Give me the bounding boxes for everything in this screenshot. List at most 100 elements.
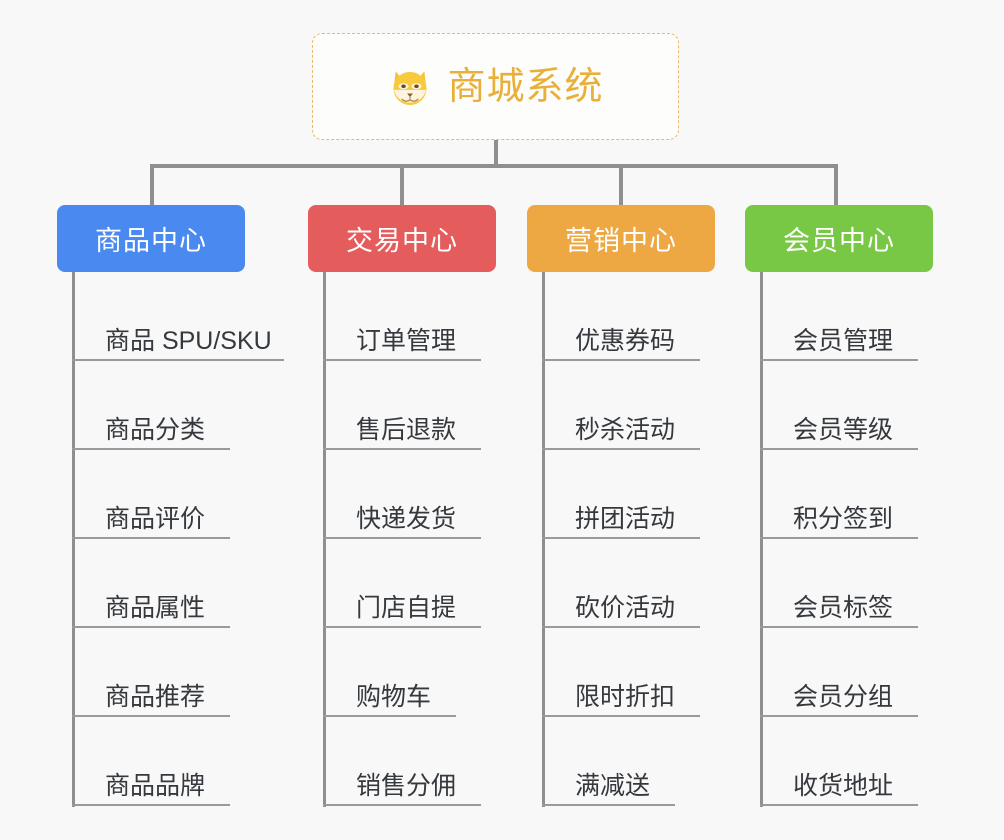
leaf-label: 积分签到 xyxy=(793,504,894,533)
leaf-underline xyxy=(72,537,230,539)
list-item[interactable]: 满减送 xyxy=(542,717,822,806)
category-header-2-label: 交易中心 xyxy=(346,226,458,256)
category-header-4-label: 会员中心 xyxy=(783,226,895,256)
list-item[interactable]: 商品品牌 xyxy=(72,717,352,806)
connector-drop-1 xyxy=(150,164,154,206)
list-item[interactable]: 销售分佣 xyxy=(323,717,603,806)
connector-drop-3 xyxy=(619,164,623,206)
leaf-underline xyxy=(323,715,456,717)
category-column-1: 商品中心 商品 SPU/SKU 商品分类 商品评价 商品属性 商品推荐 xyxy=(57,205,284,807)
list-item[interactable]: 订单管理 xyxy=(323,272,603,361)
category-header-1[interactable]: 商品中心 xyxy=(57,205,245,272)
leaf-underline xyxy=(72,715,230,717)
leaf-label: 限时折扣 xyxy=(575,682,676,711)
leaf-label: 会员标签 xyxy=(793,593,894,622)
list-item[interactable]: 会员标签 xyxy=(760,539,1004,628)
connector-drop-2 xyxy=(400,164,404,206)
leaf-label: 优惠券码 xyxy=(575,326,676,355)
leaf-underline xyxy=(72,448,230,450)
leaf-underline xyxy=(542,537,700,539)
leaf-label: 秒杀活动 xyxy=(575,415,676,444)
list-item[interactable]: 优惠券码 xyxy=(542,272,822,361)
leaf-label: 商品品牌 xyxy=(105,771,206,800)
category-column-3: 营销中心 优惠券码 秒杀活动 拼团活动 砍价活动 限时折扣 xyxy=(527,205,715,807)
category-spine-1 xyxy=(72,272,75,807)
list-item[interactable]: 门店自提 xyxy=(323,539,603,628)
leaf-underline xyxy=(542,448,700,450)
leaf-label: 满减送 xyxy=(575,771,651,800)
category-header-4[interactable]: 会员中心 xyxy=(745,205,933,272)
category-column-2: 交易中心 订单管理 售后退款 快递发货 门店自提 购物车 xyxy=(308,205,496,807)
leaf-label: 收货地址 xyxy=(793,771,894,800)
leaf-underline xyxy=(760,537,918,539)
category-spine-3 xyxy=(542,272,545,807)
list-item[interactable]: 商品评价 xyxy=(72,450,352,539)
shiba-dog-face-icon xyxy=(393,70,428,105)
list-item[interactable]: 商品推荐 xyxy=(72,628,352,717)
list-item[interactable]: 快递发货 xyxy=(323,450,603,539)
leaf-underline xyxy=(542,626,700,628)
leaf-label: 会员管理 xyxy=(793,326,894,355)
leaf-underline xyxy=(72,359,284,361)
list-item[interactable]: 限时折扣 xyxy=(542,628,822,717)
leaf-label: 商品推荐 xyxy=(105,682,206,711)
leaf-label: 商品评价 xyxy=(105,504,206,533)
list-item[interactable]: 秒杀活动 xyxy=(542,361,822,450)
leaf-label: 会员等级 xyxy=(793,415,894,444)
category-header-1-label: 商品中心 xyxy=(95,226,207,256)
category-header-2[interactable]: 交易中心 xyxy=(308,205,496,272)
list-item[interactable]: 会员分组 xyxy=(760,628,1004,717)
list-item[interactable]: 商品分类 xyxy=(72,361,352,450)
leaf-list-1: 商品 SPU/SKU 商品分类 商品评价 商品属性 商品推荐 商品品牌 xyxy=(72,272,352,806)
leaf-label: 销售分佣 xyxy=(356,771,457,800)
leaf-underline xyxy=(542,715,700,717)
leaf-label: 售后退款 xyxy=(356,415,457,444)
leaf-underline xyxy=(323,626,481,628)
leaf-underline xyxy=(760,448,918,450)
leaf-underline xyxy=(760,804,918,806)
leaf-list-4: 会员管理 会员等级 积分签到 会员标签 会员分组 收货地址 xyxy=(760,272,1004,806)
category-spine-4 xyxy=(760,272,763,807)
list-item[interactable]: 商品 SPU/SKU xyxy=(72,272,352,361)
leaf-label: 砍价活动 xyxy=(575,593,676,622)
category-spine-2 xyxy=(323,272,326,807)
list-item[interactable]: 商品属性 xyxy=(72,539,352,628)
leaf-label: 购物车 xyxy=(356,682,432,711)
category-header-3-label: 营销中心 xyxy=(565,226,677,256)
leaf-label: 商品 SPU/SKU xyxy=(105,326,272,355)
leaf-label: 商品分类 xyxy=(105,415,206,444)
list-item[interactable]: 售后退款 xyxy=(323,361,603,450)
list-item[interactable]: 拼团活动 xyxy=(542,450,822,539)
leaf-label: 拼团活动 xyxy=(575,504,676,533)
leaf-underline xyxy=(323,359,481,361)
leaf-label: 商品属性 xyxy=(105,593,206,622)
leaf-label: 订单管理 xyxy=(356,326,457,355)
category-header-3[interactable]: 营销中心 xyxy=(527,205,715,272)
leaf-underline xyxy=(72,626,230,628)
leaf-underline xyxy=(72,804,230,806)
root-node-mall-system[interactable]: 商城系统 xyxy=(312,33,679,140)
leaf-underline xyxy=(323,804,481,806)
leaf-list-3: 优惠券码 秒杀活动 拼团活动 砍价活动 限时折扣 满减送 xyxy=(542,272,822,806)
connector-horizontal-bus xyxy=(150,164,838,168)
list-item[interactable]: 购物车 xyxy=(323,628,603,717)
list-item[interactable]: 会员管理 xyxy=(760,272,1004,361)
leaf-underline xyxy=(760,626,918,628)
list-item[interactable]: 收货地址 xyxy=(760,717,1004,806)
connector-drop-4 xyxy=(834,164,838,206)
leaf-label: 门店自提 xyxy=(356,593,457,622)
leaf-underline xyxy=(542,359,700,361)
list-item[interactable]: 会员等级 xyxy=(760,361,1004,450)
connector-root-trunk xyxy=(494,140,498,167)
list-item[interactable]: 砍价活动 xyxy=(542,539,822,628)
leaf-underline xyxy=(542,804,675,806)
leaf-underline xyxy=(760,359,918,361)
leaf-label: 快递发货 xyxy=(356,504,457,533)
category-column-4: 会员中心 会员管理 会员等级 积分签到 会员标签 会员分组 xyxy=(745,205,933,807)
leaf-underline xyxy=(323,537,481,539)
leaf-label: 会员分组 xyxy=(793,682,894,711)
leaf-underline xyxy=(760,715,918,717)
list-item[interactable]: 积分签到 xyxy=(760,450,1004,539)
leaf-underline xyxy=(323,448,481,450)
